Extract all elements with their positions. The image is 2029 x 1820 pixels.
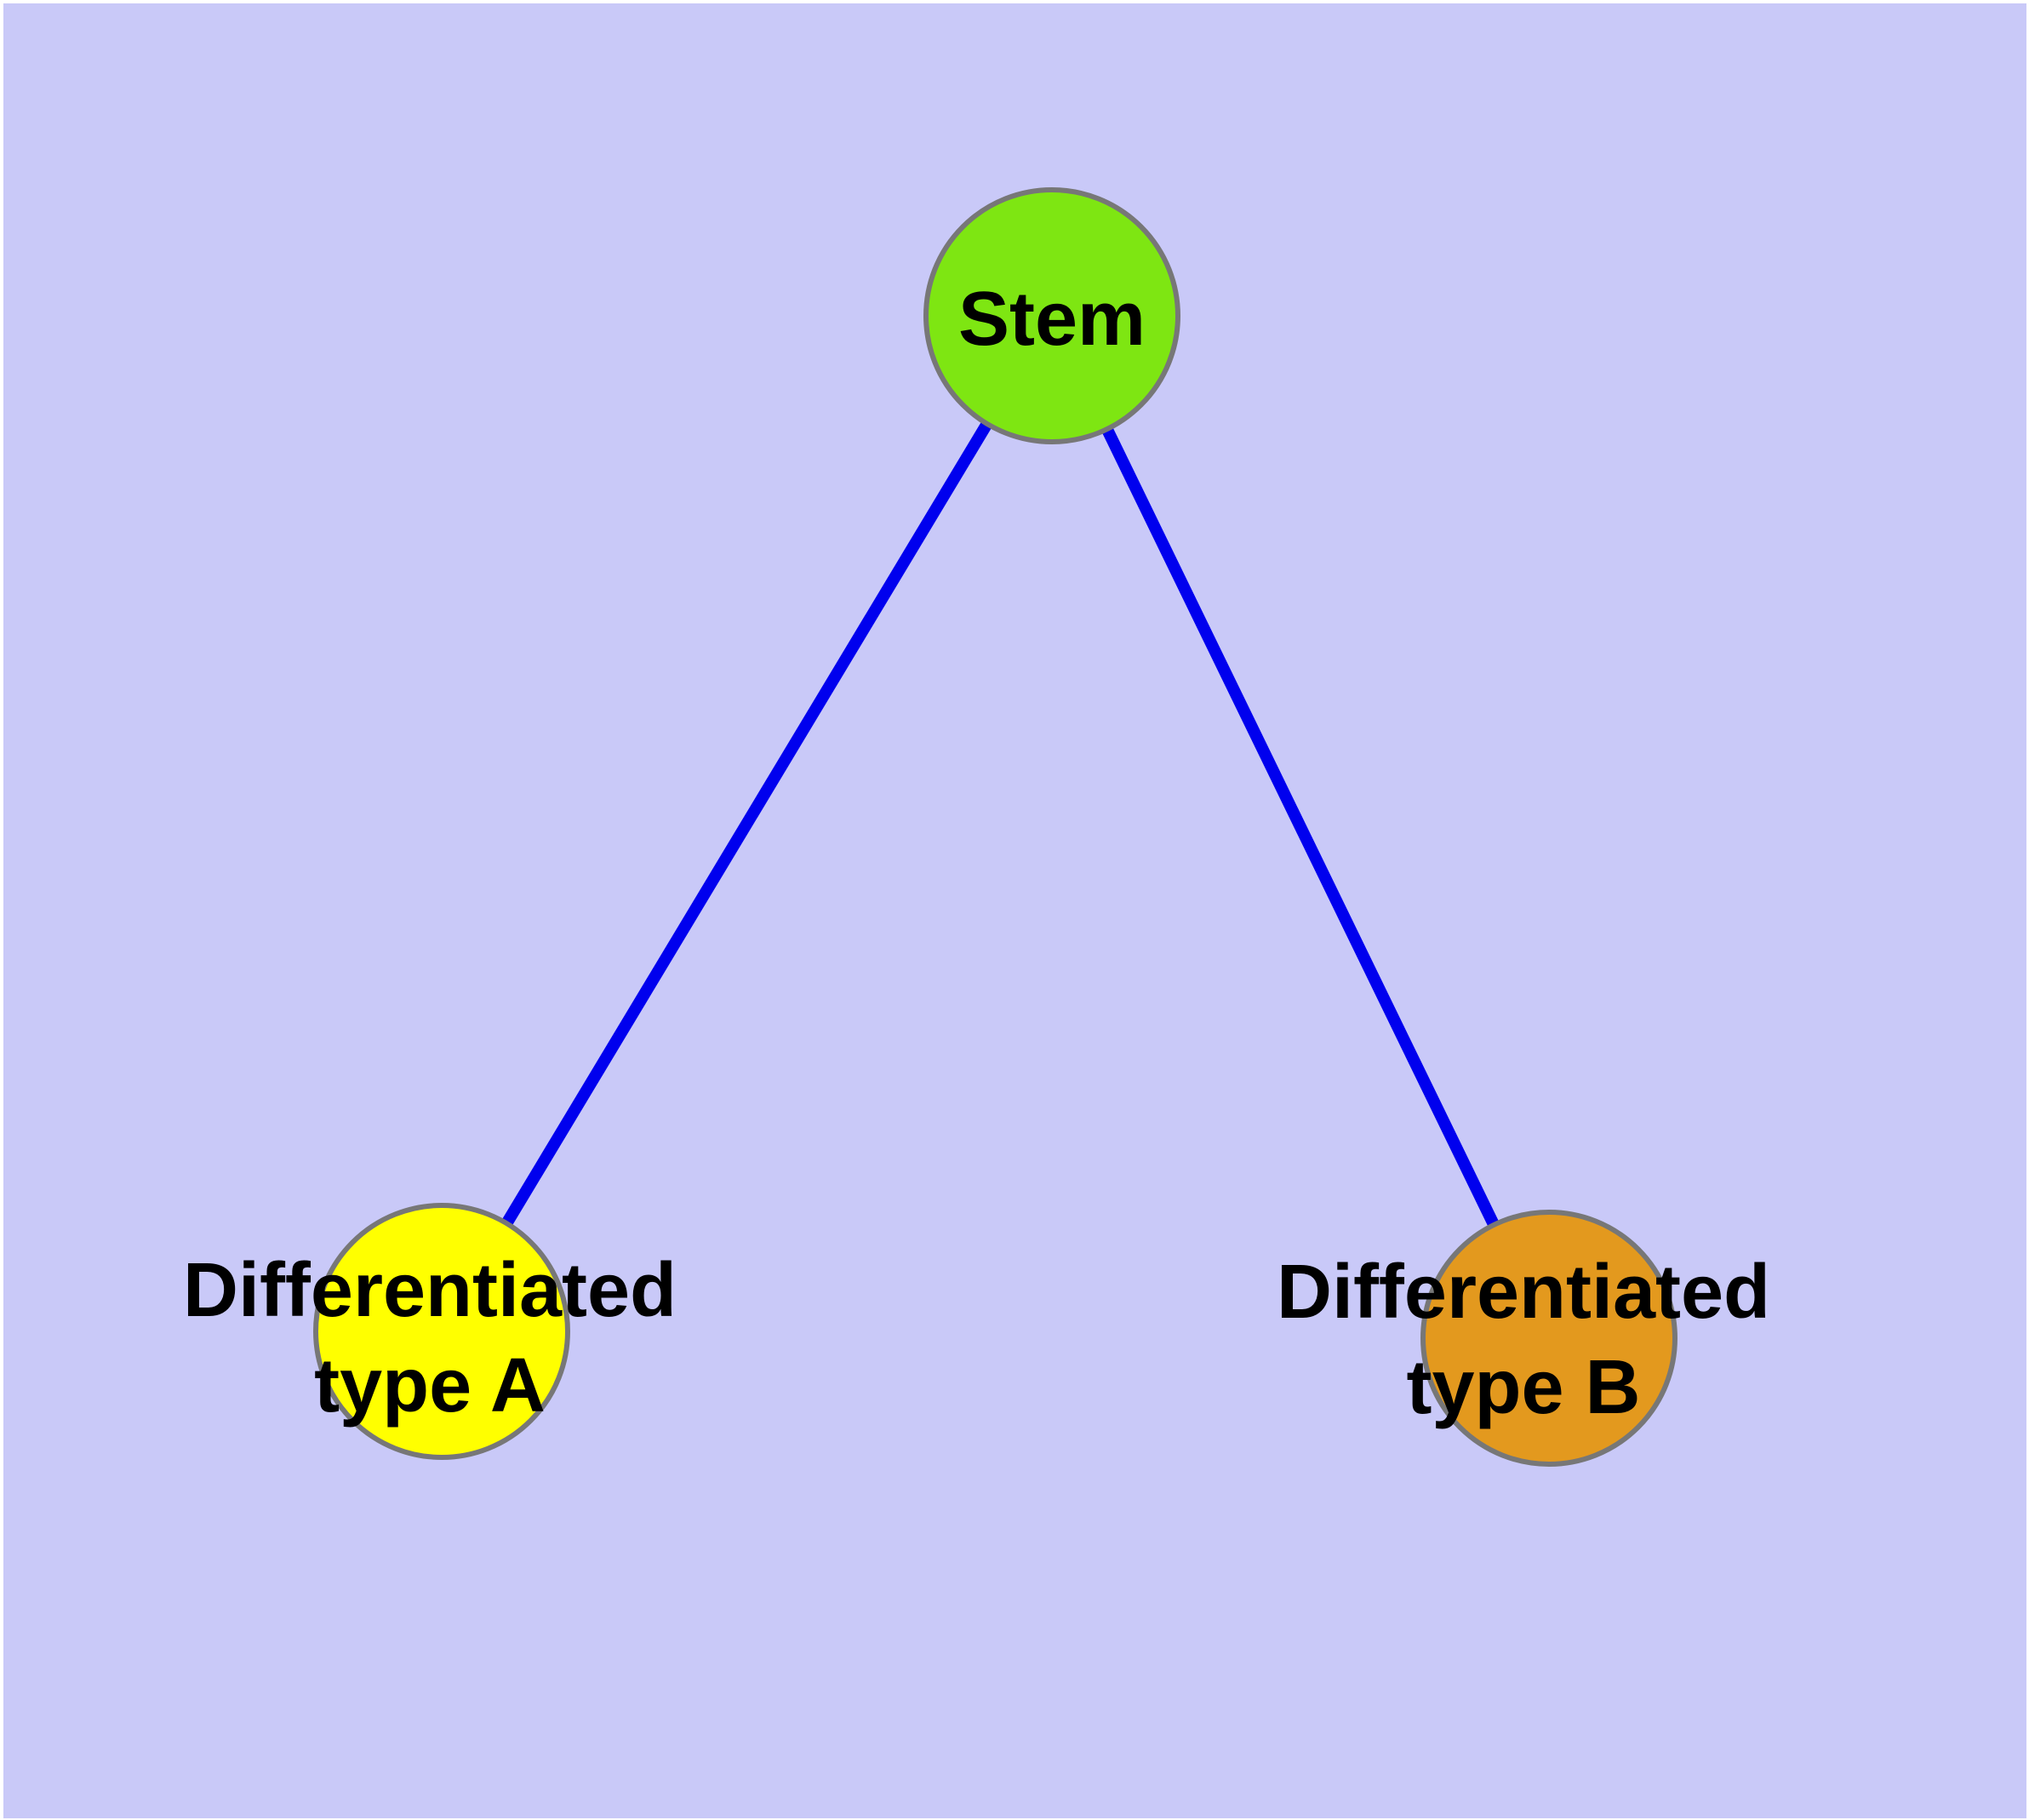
node-diff-type-b-label-line2: type B [1406, 1345, 1640, 1430]
edge-stem-to-diff-b [1046, 312, 1555, 1342]
node-diff-type-a-label-line1: Differentiated [183, 1248, 677, 1333]
node-diff-type-a [313, 1203, 570, 1460]
node-diff-type-b-label-line1: Differentiated [1277, 1250, 1770, 1335]
node-diff-type-a-label-line2: type A [314, 1343, 546, 1428]
edge-stem-to-diff-a [437, 312, 1057, 1335]
node-stem-label: Stem [958, 277, 1146, 362]
node-stem [923, 187, 1180, 444]
node-diff-type-b [1420, 1210, 1677, 1467]
